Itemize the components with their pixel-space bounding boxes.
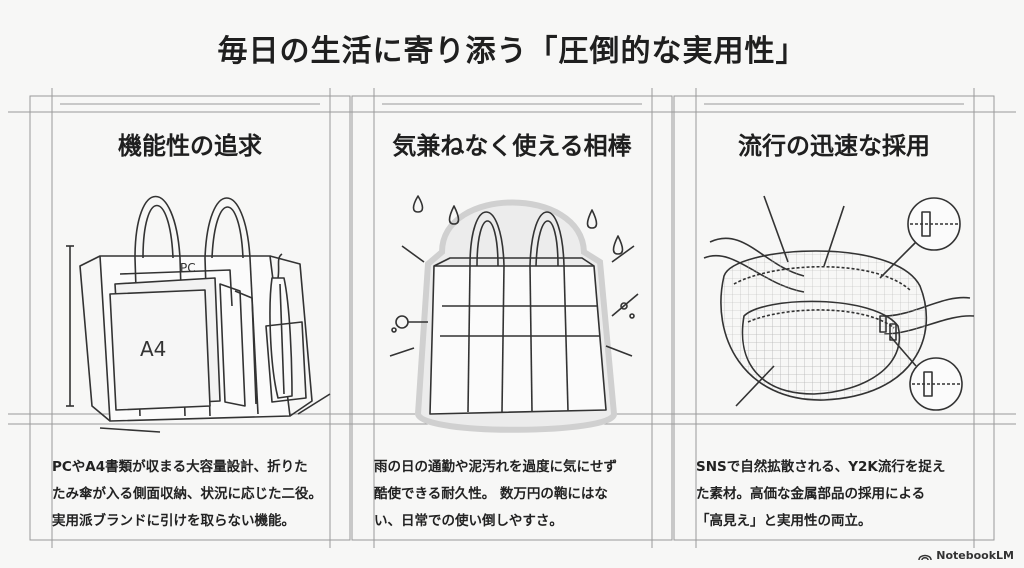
- tote-bag-with-umbrella-icon: PC A4: [66, 195, 331, 433]
- panel-title: 流行の迅速な採用: [738, 132, 930, 160]
- panel-title: 気兼ねなく使える相棒: [392, 132, 632, 160]
- pc-label: PC: [180, 261, 196, 275]
- brand-watermark: NotebookLM: [918, 549, 1014, 562]
- notebooklm-logo-icon: [918, 554, 932, 560]
- page-title: 毎日の生活に寄り添う「圧倒的な実用性」: [217, 34, 807, 69]
- protected-tote-bag-icon: [389, 195, 639, 433]
- panel-trend: 流行の迅速な採用: [674, 96, 994, 540]
- panel-functionality: 機能性の追求: [30, 96, 350, 540]
- panel-description: PCやA4書類が収まる大容量設計、折りた たみ傘が入る側面収納、状況に応じた二役…: [52, 459, 322, 529]
- panel-durability: 気兼ねなく使える相棒: [352, 96, 672, 540]
- waist-bag-icon: [703, 195, 975, 411]
- panel-description: SNSで自然拡散される、Y2K流行を捉え た素材。高価な金属部品の採用による 「…: [696, 459, 946, 529]
- panel-title: 機能性の追求: [118, 132, 262, 160]
- a4-label: A4: [140, 337, 166, 361]
- brand-name: NotebookLM: [936, 549, 1014, 562]
- panel-description: 雨の日の通勤や泥汚れを過度に気にせず 酷使できる耐久性。 数万円の鞄にはな い、…: [374, 459, 617, 529]
